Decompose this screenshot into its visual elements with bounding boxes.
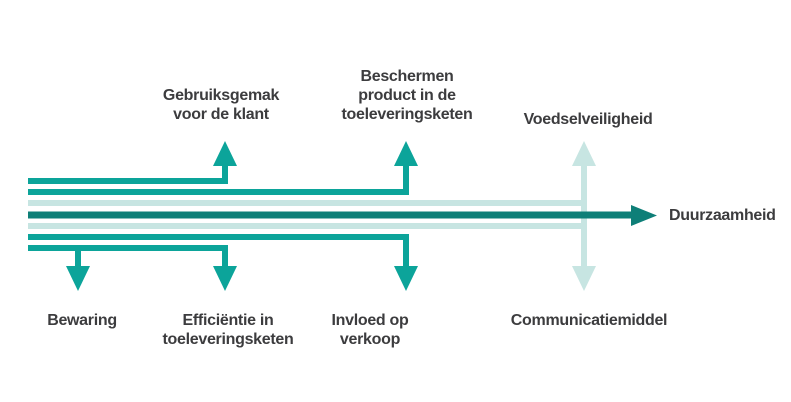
arrowhead-up-voedselveiligheid: [572, 141, 596, 166]
line-gebruiksgemak: [28, 165, 228, 184]
branch-label-beschermen: Beschermen product in de toeleveringsket…: [341, 68, 473, 123]
main-arrow-label-duurzaamheid: Duurzaamheid: [669, 207, 776, 224]
arrowhead-down-invloed: [394, 266, 418, 291]
arrowhead-up-gebruiksgemak: [213, 141, 237, 166]
branch-label-communicatiemiddel: Communicatiemiddel: [510, 312, 668, 329]
arrowhead-up-beschermen: [394, 141, 418, 166]
branch-label-invloed: Invloed op verkoop: [331, 312, 409, 348]
arrowhead-right-duurzaamheid: [631, 205, 657, 226]
branch-teal-lines: [28, 141, 418, 291]
branch-label-voedselveiligheid: Voedselveiligheid: [523, 111, 653, 128]
branch-label-efficientie: Efficiëntie in toeleveringsketen: [162, 312, 294, 348]
arrowhead-down-efficientie: [213, 266, 237, 291]
main-arrow: [28, 205, 657, 226]
arrowhead-down-bewaring: [66, 266, 90, 291]
line-beschermen: [28, 165, 409, 195]
line-invloed: [28, 234, 409, 267]
arrowhead-down-communicatiemiddel: [572, 266, 596, 291]
line-efficientie: [28, 245, 228, 267]
branch-label-bewaring: Bewaring: [47, 312, 117, 329]
branch-label-gebruiksgemak: Gebruiksgemak voor de klant: [162, 87, 280, 123]
